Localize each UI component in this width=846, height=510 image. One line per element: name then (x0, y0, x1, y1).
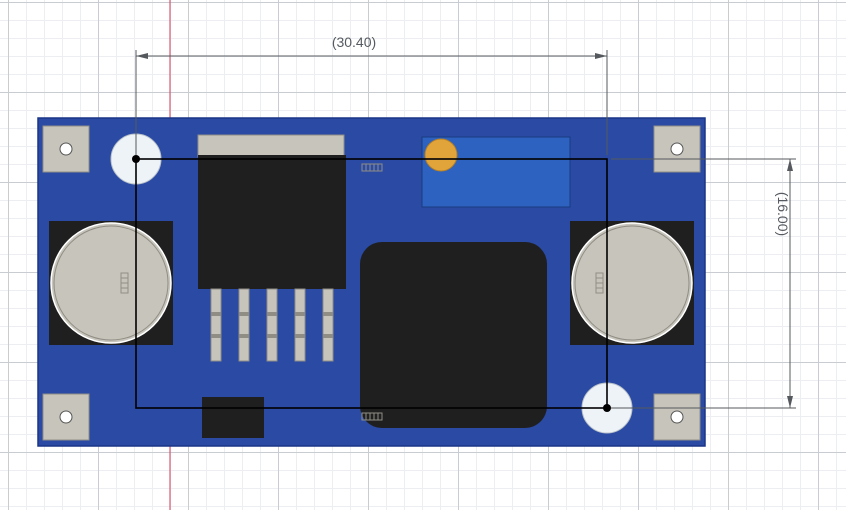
corner-pad-top-right[interactable] (653, 125, 701, 173)
vertical-dimension[interactable]: (16.00) (611, 158, 796, 409)
corner-pad-top-left[interactable] (42, 125, 90, 173)
corner-pad-bottom-left[interactable] (42, 393, 90, 441)
capacitor-marker-icon (595, 272, 604, 294)
diode[interactable] (202, 397, 264, 438)
hole-icon (670, 410, 684, 424)
capacitor-marker-icon (120, 272, 129, 294)
smd-marker-bottom (361, 412, 383, 421)
potentiometer[interactable] (421, 136, 571, 208)
trimmer-knob[interactable] (424, 138, 458, 172)
capacitor-left[interactable] (49, 221, 173, 345)
vertical-dimension-label[interactable]: (16.00) (775, 192, 791, 236)
hole-icon (59, 410, 73, 424)
regulator-ic[interactable] (197, 134, 346, 362)
horizontal-dimension-label[interactable]: (30.40) (332, 34, 376, 50)
horizontal-dimension[interactable]: (30.40) (135, 34, 608, 155)
sketch-rectangle[interactable] (135, 158, 608, 409)
capacitor-right[interactable] (570, 221, 694, 345)
sketch-point-icon[interactable] (132, 155, 140, 163)
hole-icon (670, 142, 684, 156)
sketch-point-icon[interactable] (603, 404, 611, 412)
hole-icon (59, 142, 73, 156)
corner-pad-bottom-right[interactable] (653, 393, 701, 441)
smd-marker-top (361, 163, 383, 172)
inductor[interactable] (360, 242, 547, 428)
